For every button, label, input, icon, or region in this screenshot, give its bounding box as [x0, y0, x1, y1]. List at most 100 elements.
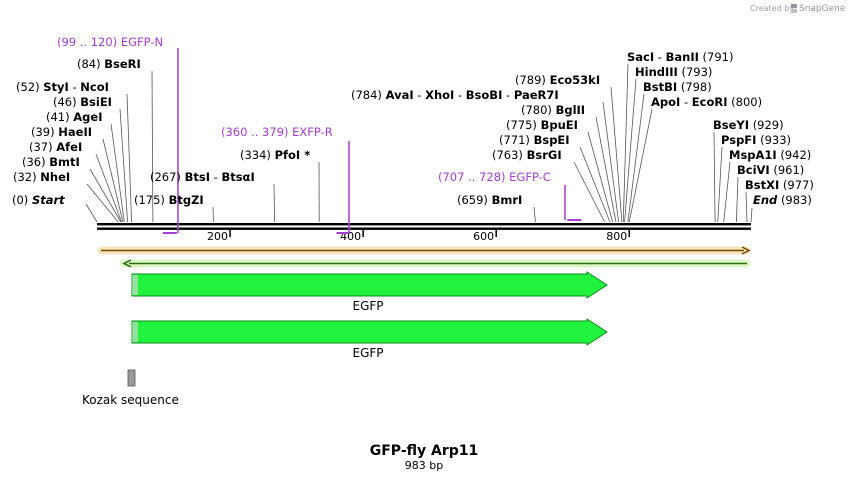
site-label-bseyi[interactable]: BseYI (929)	[713, 118, 784, 132]
primer-egfp-n[interactable]: (99 .. 120) EGFP-N	[57, 35, 179, 234]
label-part: NheI	[40, 170, 70, 184]
site-label-afei[interactable]: (37) AfeI	[29, 140, 82, 154]
label-part: (84)	[77, 57, 101, 71]
primer-name: EXFP-R	[292, 125, 333, 139]
label-part: (784)	[351, 88, 382, 102]
site-label-saci[interactable]: SacI - BanII (791)	[627, 50, 733, 64]
label-part: BsoBI	[466, 88, 503, 102]
feature-egfp-2[interactable]: EGFP	[131, 318, 608, 360]
snapgene-logo-icon	[791, 4, 797, 13]
label-part: (36)	[22, 155, 46, 169]
site-leader-line	[533, 206, 536, 223]
site-label-pfoi[interactable]: (334) PfoI *	[240, 148, 310, 162]
label-part: BsrGI	[527, 148, 562, 162]
label-part: Start	[32, 193, 65, 207]
label-part: -	[502, 88, 513, 102]
site-label-mspa1i[interactable]: MspA1I (942)	[729, 148, 811, 162]
site-leader-lines	[85, 63, 753, 223]
label-part: -	[210, 170, 221, 184]
label-part: BseRI	[104, 57, 141, 71]
site-leader-line	[110, 123, 125, 223]
label-part: AfeI	[56, 140, 82, 154]
label-part: (929)	[753, 118, 784, 132]
label-part: (52)	[16, 80, 40, 94]
primer-range: (360 .. 379)	[221, 125, 289, 139]
site-leader-line	[628, 108, 653, 223]
end-label[interactable]: End (983)	[753, 193, 812, 207]
site-label-bcivi[interactable]: BciVI (961)	[737, 163, 804, 177]
site-leader-line	[573, 161, 605, 223]
label-part: (46)	[53, 95, 77, 109]
label-part: -	[454, 88, 465, 102]
site-label-avai[interactable]: (784) AvaI - XhoI - BsoBI - PaeR7I	[351, 88, 559, 102]
label-part: BseYI	[713, 118, 749, 132]
site-label-bmri[interactable]: (659) BmrI	[457, 193, 522, 207]
site-label-hindiii[interactable]: HindIII (793)	[635, 65, 712, 79]
label-part: PspFI	[721, 133, 756, 147]
site-label-bstbi[interactable]: BstBI (798)	[643, 80, 712, 94]
site-label-bglii[interactable]: (780) BglII	[521, 103, 585, 117]
map-title: GFP-fly Arp11	[370, 443, 479, 459]
site-leader-line	[595, 116, 617, 223]
site-label-eco53ki[interactable]: (789) Eco53kI	[515, 73, 600, 87]
label-part: BstBI	[643, 80, 677, 94]
site-label-pspfi[interactable]: PspFI (933)	[721, 133, 791, 147]
primer-exfp-r[interactable]: (360 .. 379) EXFP-R	[221, 125, 350, 234]
orf-forward[interactable]	[97, 246, 751, 255]
scale-tick-label: 600	[473, 230, 494, 243]
site-label-apoi[interactable]: ApoI - EcoRI (800)	[651, 95, 762, 109]
label-part: BtsαI	[221, 170, 254, 184]
site-label-bpuei[interactable]: (775) BpuEI	[506, 118, 578, 132]
site-label-nhei[interactable]: (32) NheI	[13, 170, 70, 184]
primer-range: (99 .. 120)	[57, 35, 117, 49]
label-part: (942)	[780, 148, 811, 162]
primer-range: (707 .. 728)	[438, 170, 506, 184]
feature-start-cap	[132, 322, 138, 342]
feature-egfp-1[interactable]: EGFP	[131, 271, 608, 313]
label-part: End	[753, 193, 778, 207]
site-leader-line	[102, 138, 124, 223]
label-part: (789)	[515, 73, 546, 87]
label-part: BciVI	[737, 163, 770, 177]
label-part: (659)	[457, 193, 488, 207]
primers-layer: (99 .. 120) EGFP-N (360 .. 379) EXFP-R (70…	[57, 35, 582, 234]
site-label-haeii[interactable]: (39) HaeII	[31, 125, 92, 139]
site-label-bspei[interactable]: (771) BspEI	[499, 133, 570, 147]
orf-reverse[interactable]	[119, 259, 751, 268]
start-label[interactable]: (0) Start	[12, 193, 65, 207]
label-part: (800)	[731, 95, 762, 109]
site-leader-line	[717, 146, 723, 223]
site-label-styi[interactable]: (52) StyI - NcoI	[16, 80, 109, 94]
site-label-btsi[interactable]: (267) BtsI - BtsαI	[150, 170, 255, 184]
backbone-top-strand	[97, 223, 751, 226]
site-label-bmti[interactable]: (36) BmtI	[22, 155, 80, 169]
label-part: (771)	[499, 133, 530, 147]
feature-kozak-sequence[interactable]: Kozak sequence	[82, 369, 179, 407]
site-leader-line	[602, 101, 619, 223]
label-part: (0)	[12, 193, 28, 207]
site-leader-line	[723, 161, 731, 223]
label-part: (983)	[781, 193, 812, 207]
site-leader-line	[745, 191, 748, 223]
site-label-agei[interactable]: (41) AgeI	[46, 110, 102, 124]
site-labels: (0) Start (32) NheI(36) BmtI(37) AfeI(39)…	[12, 50, 814, 207]
label-part: (334)	[240, 148, 271, 162]
label-part: PaeR7I	[514, 88, 559, 102]
site-leader-line	[89, 168, 122, 223]
site-label-btgzi[interactable]: (175) BtgZI	[134, 193, 204, 207]
label-part: (780)	[521, 103, 552, 117]
label-part: StyI	[43, 80, 69, 94]
site-label-bsiei[interactable]: (46) BsiEI	[53, 95, 112, 109]
site-leader-line	[622, 63, 629, 223]
snapgene-brand: Created by SnapGene	[750, 4, 846, 14]
label-part: AgeI	[73, 110, 102, 124]
label-part: BmtI	[49, 155, 80, 169]
label-part: -	[654, 50, 665, 64]
site-label-bstxi[interactable]: BstXI (977)	[745, 178, 814, 192]
site-label-bseri[interactable]: (84) BseRI	[77, 57, 141, 71]
site-label-bsrgi[interactable]: (763) BsrGI	[492, 148, 562, 162]
site-leader-line	[119, 108, 129, 223]
primer-egfp-c[interactable]: (707 .. 728) EGFP-C	[438, 170, 582, 221]
site-leader-line	[587, 131, 614, 223]
